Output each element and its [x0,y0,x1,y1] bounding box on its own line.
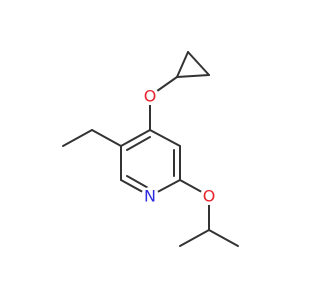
atom-nitrogen-label: N [144,187,156,206]
bond-isopropyl-methyl-1 [179,229,210,247]
atom-oxygen-ether-label: O [144,87,157,106]
bond-cyclopropyl-2 [187,51,210,76]
bond-cyclopropyl-3 [176,74,210,78]
atom-oxygen-isopropoxy: O [200,187,218,206]
bond-cyclopropyl-1 [176,51,189,78]
bond-ethyl-2 [62,129,93,147]
bond-ethyl-1 [91,129,122,147]
atom-oxygen-ether: O [141,87,159,106]
molecule-diagram: O O N [62,51,239,247]
bond-ring-c4-c3 [149,129,181,147]
structure-canvas: O O N [62,51,239,247]
bond-ring-c5-c4 [120,129,151,147]
bond-ring-n-c6-inner [126,175,151,190]
atom-oxygen-isopropoxy-label: O [203,187,216,206]
bond-ring-c5-c4-inner [126,136,151,151]
bond-isopropyl-methyl-2 [208,229,239,247]
atom-nitrogen: N [141,187,159,206]
